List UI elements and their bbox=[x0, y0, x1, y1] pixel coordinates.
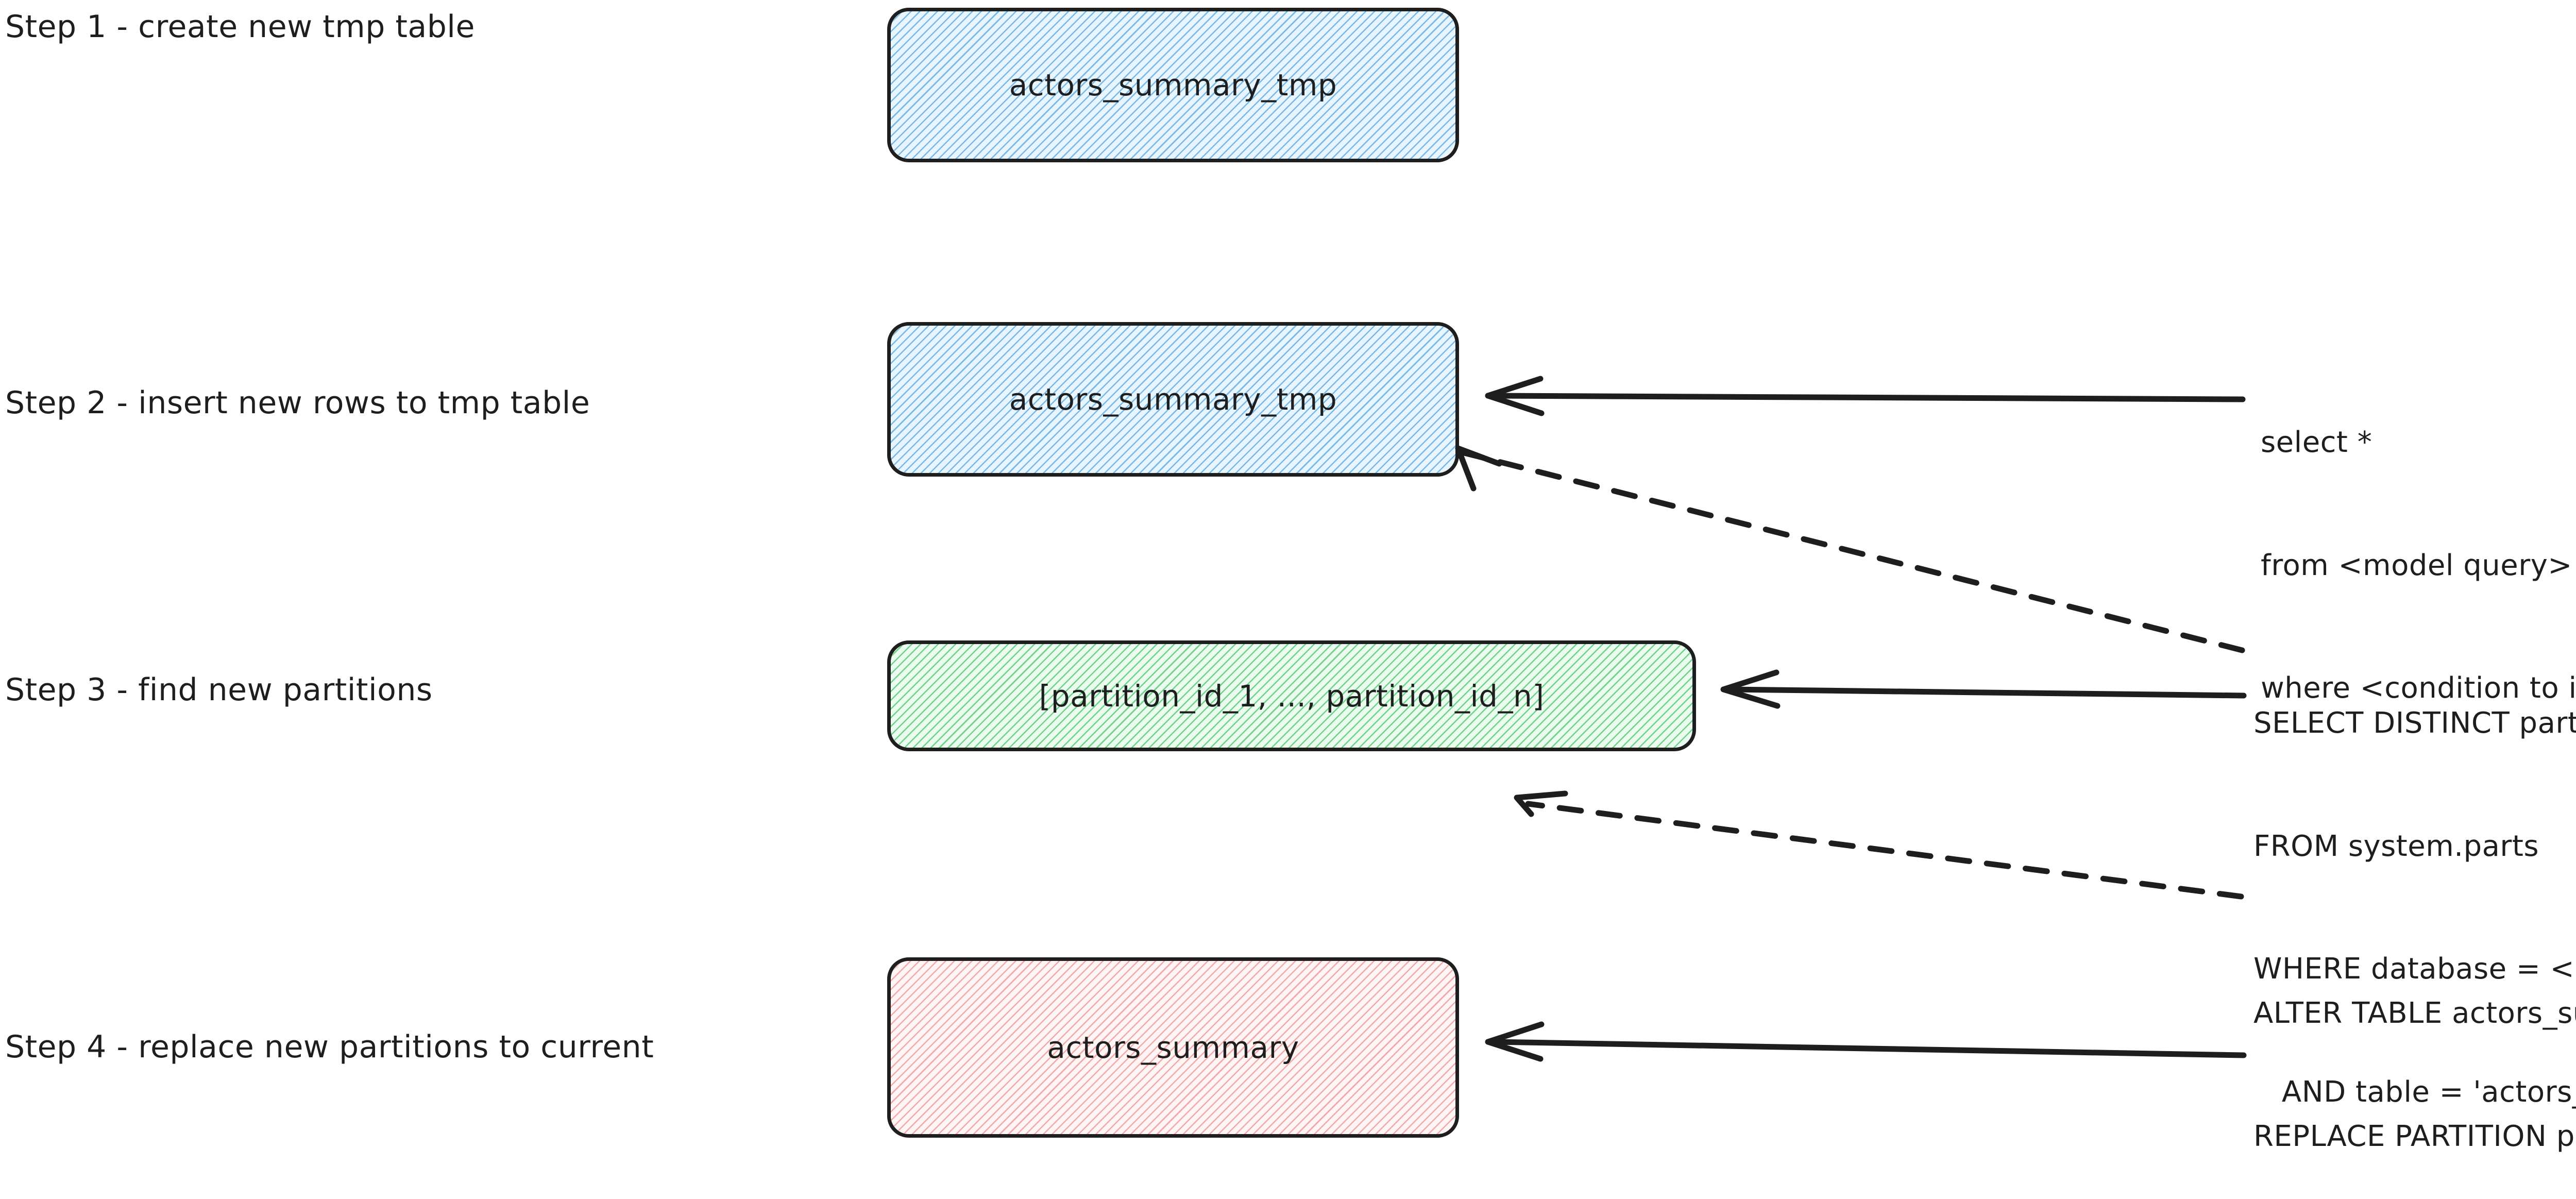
step-1-text: Step 1 - create new tmp table bbox=[5, 9, 475, 45]
step-label-3: Step 3 - find new partitions bbox=[5, 672, 881, 708]
connector-find-partitions-to-partitions-list bbox=[1720, 669, 2247, 709]
node-hachure-fill-blue-1 bbox=[891, 11, 1455, 159]
step-4-text: Step 4 - replace new partitions to curre… bbox=[5, 1029, 654, 1065]
step-label-1: Step 1 - create new tmp table bbox=[5, 9, 829, 45]
step-3-text: Step 3 - find new partitions bbox=[5, 672, 433, 708]
sql-block-replace-partitions-query: ALTER TABLE actors_summary REPLACE PARTI… bbox=[2253, 911, 2576, 1199]
sql-line: ALTER TABLE actors_summary bbox=[2253, 997, 2576, 1031]
node-hachure-fill-red bbox=[891, 961, 1455, 1134]
node-tmp-table-step1[interactable]: actors_summary_tmp bbox=[887, 8, 1459, 162]
node-tmp-table-step1-label: actors_summary_tmp bbox=[1009, 67, 1337, 103]
step-label-4: Step 4 - replace new partitions to curre… bbox=[5, 1029, 881, 1065]
node-target-table[interactable]: actors_summary bbox=[887, 957, 1459, 1138]
sql-block-insert-query: select * from <model query> where <condi… bbox=[2261, 340, 2576, 791]
sql-line: from <model query> bbox=[2261, 548, 2572, 582]
node-partitions-list-label: [partition_id_1, ..., partition_id_n] bbox=[1039, 678, 1545, 714]
sql-line: where <condition to identify new> bbox=[2261, 671, 2576, 705]
sql-block-find-partitions-query: SELECT DISTINCT partition_id FROM system… bbox=[2253, 621, 2576, 1194]
step-2-text: Step 2 - insert new rows to tmp table bbox=[5, 385, 590, 421]
connector-tmp-table-to-find-partitions bbox=[1455, 445, 2245, 653]
node-hachure-fill-blue-2 bbox=[891, 326, 1455, 473]
sql-line: select * bbox=[2261, 426, 2372, 460]
connector-partitions-list-to-replace-query bbox=[1514, 790, 2244, 900]
node-partitions-list[interactable]: [partition_id_1, ..., partition_id_n] bbox=[887, 640, 1696, 751]
sql-line: REPLACE PARTITION partition_id_1 bbox=[2253, 1119, 2576, 1153]
sql-line: SELECT DISTINCT partition_id bbox=[2253, 706, 2576, 740]
sql-line: FROM system.parts bbox=[2253, 829, 2539, 863]
sql-line: WHERE database = <database> bbox=[2253, 952, 2576, 986]
step-label-2: Step 2 - insert new rows to tmp table bbox=[5, 385, 881, 421]
node-tmp-table-step2-label: actors_summary_tmp bbox=[1009, 382, 1337, 417]
connector-insert-query-to-tmp-table bbox=[1485, 376, 2246, 416]
node-hachure-fill-green bbox=[891, 644, 1692, 748]
sql-line: AND table = 'actors_summary_tmp' bbox=[2281, 1075, 2576, 1109]
node-tmp-table-step2[interactable]: actors_summary_tmp bbox=[887, 322, 1459, 477]
connector-replace-query-to-target-table bbox=[1485, 1021, 2247, 1062]
node-target-table-label: actors_summary bbox=[1047, 1030, 1299, 1065]
